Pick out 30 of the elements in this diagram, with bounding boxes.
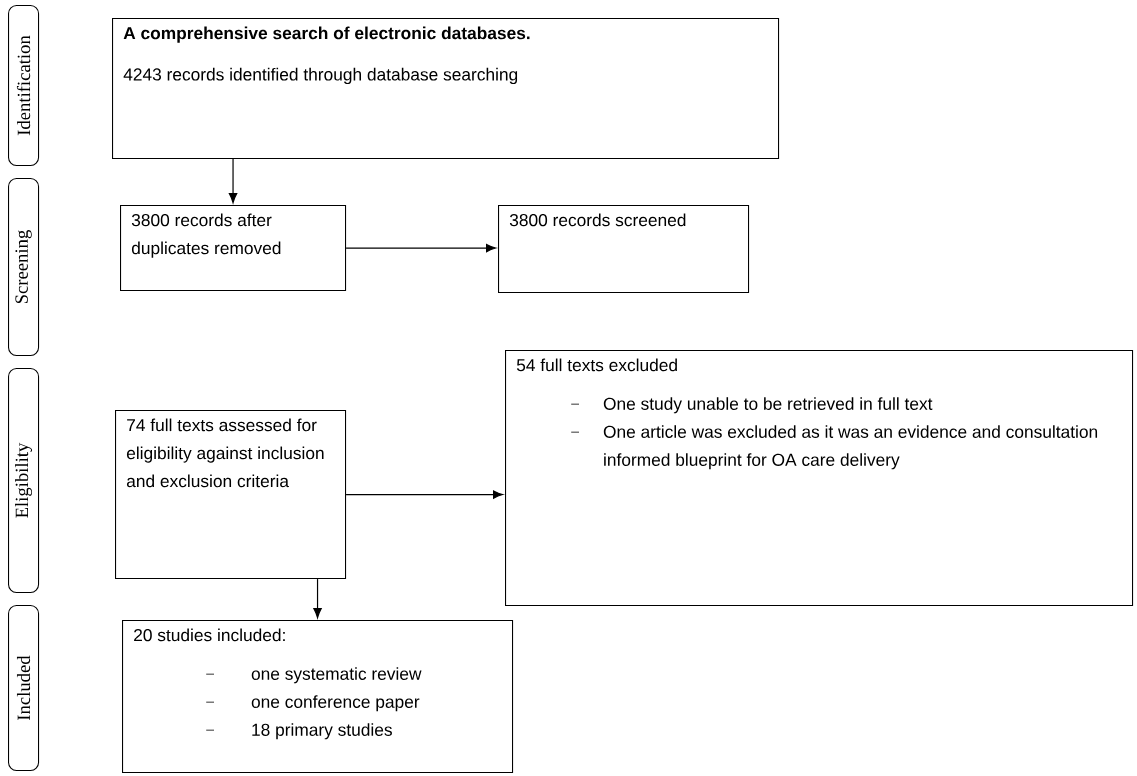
- stage-label: Screening: [15, 230, 32, 304]
- process-box: [120, 205, 347, 292]
- list-item: One article was excluded as it was an evidence and consultation informed blueprint for OA care delivery: [603, 425, 1098, 470]
- stage-band: [8, 605, 40, 772]
- list-item: One study unable to be retrieved in full text: [603, 397, 933, 414]
- box-text: 3800 records after duplicates removed: [131, 213, 281, 258]
- heading-text: A comprehensive search of electronic databases.: [123, 26, 530, 43]
- stage-label: Identification: [16, 35, 31, 136]
- process-box: [112, 18, 780, 160]
- box-text: 4243 records identified through database searching: [123, 67, 518, 85]
- box-text: 3800 records screened: [509, 213, 686, 227]
- stage-label: Included: [16, 655, 31, 721]
- heading-text: 54 full texts excluded: [516, 358, 677, 372]
- heading-text: 20 studies included:: [134, 628, 285, 642]
- arrow: [345, 490, 504, 499]
- arrow: [313, 578, 322, 619]
- process-box: [498, 205, 750, 294]
- list-item: 18 primary studies: [252, 723, 392, 740]
- list-item: one conference paper: [251, 695, 420, 712]
- stage-band: [8, 368, 40, 594]
- arrow: [228, 158, 238, 204]
- stage-band: [8, 178, 40, 357]
- process-box: [505, 350, 1134, 607]
- process-box: [122, 620, 514, 774]
- stage-band: [8, 5, 40, 167]
- box-text: 74 full texts assessed for eligibility against inclusion and exclusion criteria: [126, 418, 324, 488]
- stage-label: Eligibility: [15, 442, 33, 518]
- list-item: one systematic review: [251, 667, 422, 684]
- arrow: [345, 243, 497, 253]
- process-box: [115, 410, 347, 580]
